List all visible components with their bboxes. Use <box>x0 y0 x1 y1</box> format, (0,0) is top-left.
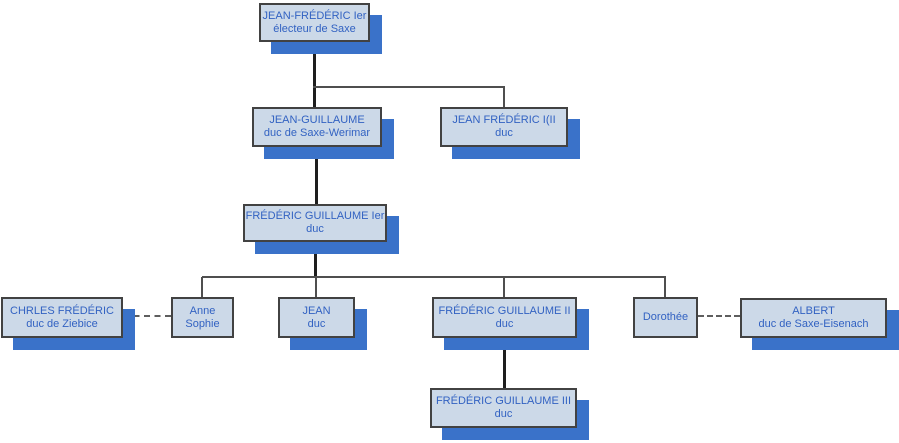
person-title: Sophie <box>185 317 220 330</box>
person-title: duc <box>495 317 514 330</box>
person-name: FRÉDÉRIC GUILLAUME III <box>435 395 572 407</box>
person-name: JEAN <box>302 304 331 317</box>
person-title: duc <box>495 127 513 139</box>
person-title: duc <box>494 408 513 420</box>
connector-jg-to-frederic-g-ier <box>315 147 318 204</box>
connector-fg-ier-to-bus <box>314 242 317 277</box>
person-title: duc de Ziebice <box>26 317 98 330</box>
person-name: Anne <box>189 304 216 317</box>
dashed-connector-dorothee-to-albert <box>698 315 740 317</box>
connector-fg-ii-to-fg-iii <box>503 338 506 388</box>
person-node-dorothee[interactable]: Dorothée <box>633 297 698 338</box>
person-name: ALBERT <box>792 305 835 317</box>
connector-level4-bus <box>202 276 666 278</box>
person-title: électeur de Saxe <box>273 22 356 35</box>
person-name: JEAN FRÉDÉRIC I(II <box>452 114 556 126</box>
connector-stub-dorothee <box>664 277 666 297</box>
dashed-connector-chrles-frederic-to-anne-sophie <box>123 315 171 317</box>
connector-root-to-jean-guillaume <box>313 42 316 107</box>
person-title: duc <box>307 317 326 330</box>
person-name: JEAN-GUILLAUME <box>269 114 365 126</box>
person-name: Dorothée <box>642 311 689 323</box>
connector-stub-jean-frederic-i-ii <box>503 87 505 107</box>
connector-stub-anne-sophie <box>201 277 203 297</box>
person-name: FRÉDÉRIC GUILLAUME Ier <box>245 210 385 222</box>
person-title: duc de Saxe-Werimar <box>263 127 371 139</box>
person-name: CHRLES FRÉDÉRIC <box>10 304 114 317</box>
connector-level2-bus <box>313 86 505 88</box>
connector-stub-frederic-g-ii <box>503 277 505 297</box>
person-name: JEAN-FRÉDÉRIC Ier <box>262 9 367 22</box>
person-name: FRÉDÉRIC GUILLAUME II <box>438 304 571 317</box>
connector-stub-jean-duc <box>315 277 317 297</box>
person-title: duc de Saxe-Eisenach <box>758 318 869 330</box>
person-title: duc <box>306 223 324 235</box>
